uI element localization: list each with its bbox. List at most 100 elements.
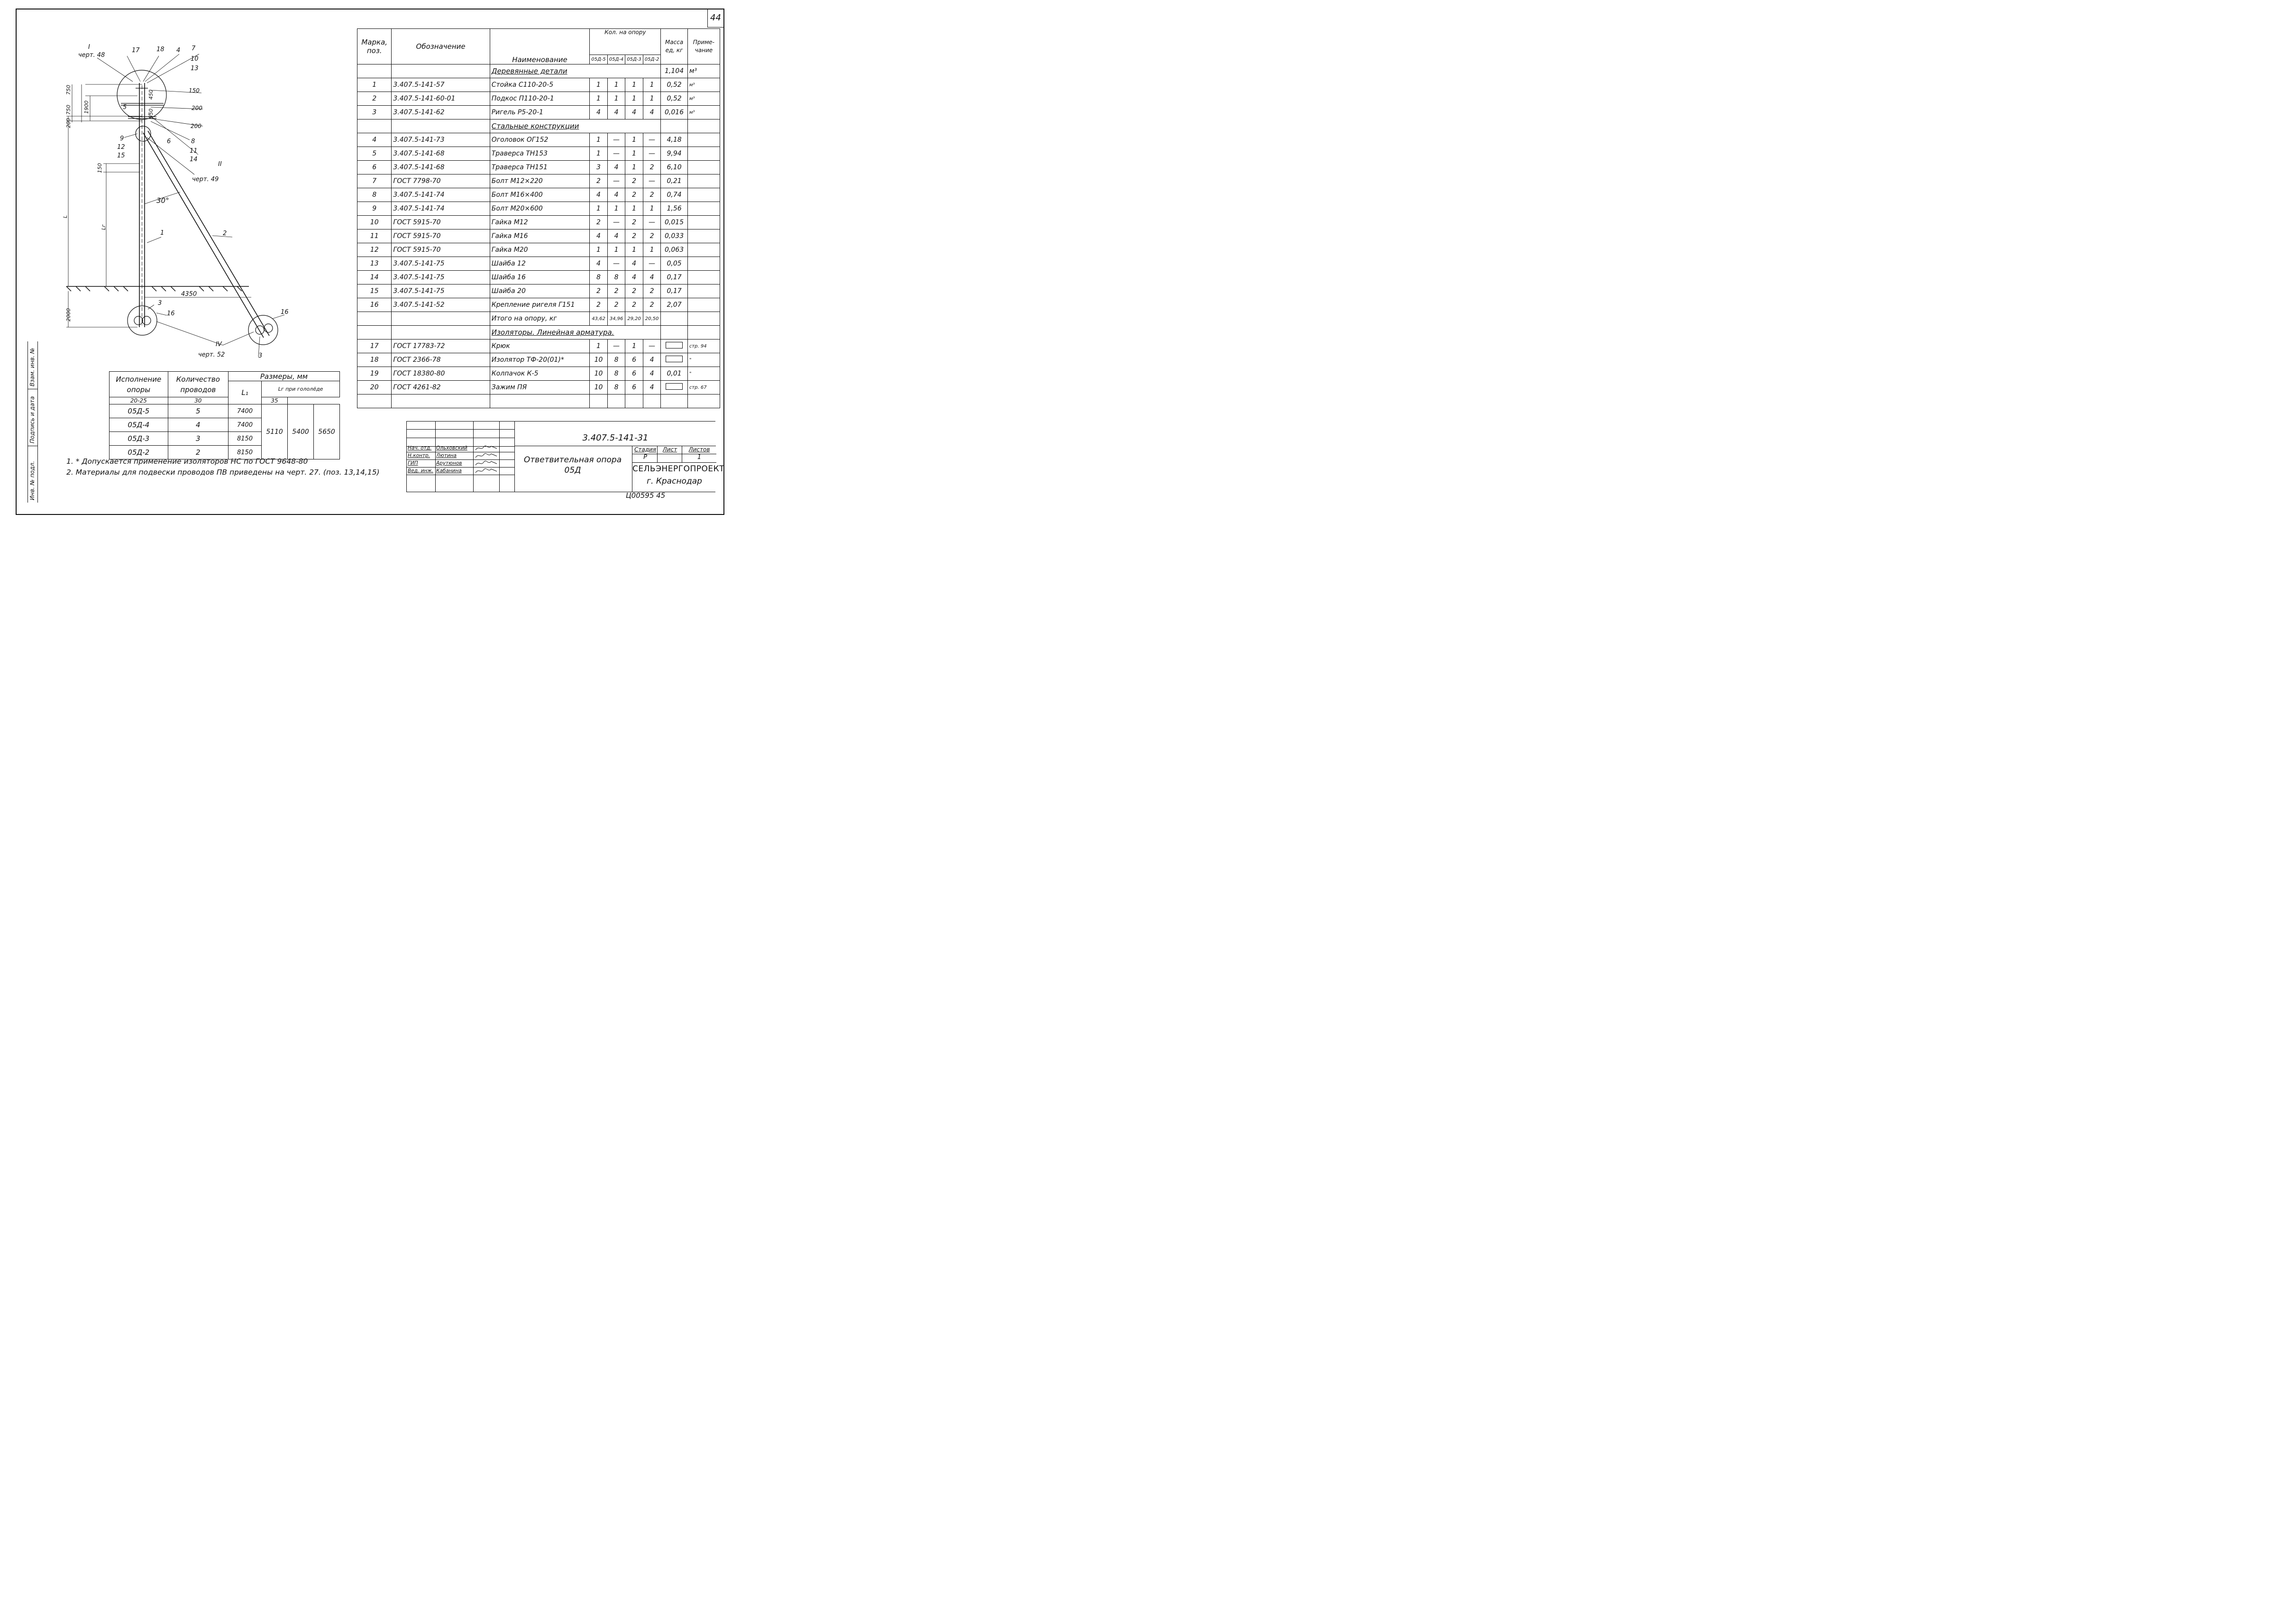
spec-name: Болт М16×400 [489,188,590,202]
spec-qty: 4 [625,257,643,271]
variant-l1: 8150 [228,445,262,459]
spec-pos: 5 [357,147,392,161]
tb-role: Н.контр. [408,453,430,459]
spec-qty: 1 [625,133,643,147]
spec-note: м³ [687,64,721,78]
spec-qty: — [607,174,626,188]
spec-designation: ГОСТ 5915-70 [391,215,490,229]
spec-name: Зажим ПЯ [489,380,590,395]
spec-qty: 4 [642,380,661,395]
variant-wire-count: 2 [167,445,229,459]
tb-title-1: Ответвительная опора [523,455,622,465]
empty-mass-box [666,383,683,390]
spec-qty: 10 [589,367,608,381]
spec-designation: 3.407.5-141-60-01 [391,92,490,106]
var-header-sizes: Размеры, мм [228,371,340,381]
spec-mass: 0,063 [660,243,688,257]
dim-750a: 750 [65,85,72,95]
spec-name: Гайка М20 [489,243,590,257]
spec-qty: 6 [625,353,643,367]
variant-lg-value: 5650 [313,404,340,459]
spec-pos: 17 [357,339,392,353]
ground-line [66,286,249,292]
spec-qty: 1 [625,243,643,257]
spec-name: Болт М20×600 [489,202,590,216]
spec-pos: 4 [357,133,392,147]
tb-role: Нач. отд. [408,445,432,451]
spec-qty: 2 [589,174,608,188]
spec-note [687,202,721,216]
pos-18: 18 [156,46,165,53]
specification-table: Марка, поз. Обозначение Наименование Кол… [357,28,721,408]
label-chert-52: черт. 52 [198,351,225,358]
spec-mass: 1,104 [660,64,688,78]
spec-name: Гайка М16 [489,229,590,243]
spec-qty: — [642,215,661,229]
spec-qty: — [607,339,626,353]
dim-2000: 2000 [65,308,72,321]
spec-qty: 29,20 [625,312,643,326]
spec-pos: 16 [357,298,392,312]
spec-qty: 10 [589,353,608,367]
pos-16-left: 16 [167,310,175,317]
spec-header-name: Наименование [489,28,590,64]
spec-note [687,325,721,339]
tb-org: СЕЛЬЭНЕРГОПРОЕКТ [632,464,725,474]
variant-name: 05Д-3 [109,431,168,446]
spec-qty: 4 [589,188,608,202]
spec-header-mark: Марка, поз. [357,28,392,64]
note-2: 2. Материалы для подвески проводов ПВ пр… [66,468,380,477]
label-chert-II: II [218,161,222,168]
spec-qty: 1 [607,202,626,216]
var-lg-col-3: 35 [261,397,288,404]
spec-qty: 4 [625,105,643,119]
spec-name: Стойка С110-20-5 [489,78,590,92]
spec-note [687,257,721,271]
spec-qty: 1 [607,78,626,92]
dim-Lg: Lг [101,224,107,230]
label-chert-IV: IV [216,341,222,348]
spec-pos: 3 [357,105,392,119]
spec-qty: 2 [625,229,643,243]
spec-qty: 1 [642,78,661,92]
spec-note: м³ [687,92,721,106]
variant-l1: 7400 [228,404,262,418]
pos-3-right: 3 [258,352,262,359]
pole-podkos [143,130,270,338]
dim-750b: 750 [65,105,72,115]
spec-note: стр. 94 [687,339,721,353]
spec-qty: 1 [589,202,608,216]
spec-name: Гайка М12 [489,215,590,229]
tb-signature [475,468,497,473]
variant-l1: 8150 [228,431,262,446]
spec-qty: 1 [625,78,643,92]
var-lg-col-2: 30 [167,397,229,404]
spec-qty: — [607,147,626,161]
spec-row: Стальные конструкции [357,119,721,133]
empty-mass-box [666,356,683,362]
variant-name: 05Д-4 [109,418,168,432]
variant-name: 05Д-5 [109,404,168,418]
spec-pos: 10 [357,215,392,229]
spec-pos [357,394,392,408]
spec-qty: 2 [625,174,643,188]
spec-qty: 8 [607,380,626,395]
spec-name: Траверса ТН151 [489,160,590,174]
spec-qty: 3 [589,160,608,174]
spec-qty: 4 [642,105,661,119]
spec-variant-05d2: 05Д-2 [642,55,661,64]
spec-mass: 4,18 [660,133,688,147]
spec-mass: 0,05 [660,257,688,271]
spec-qty: 1 [589,339,608,353]
spec-section-title: Стальные конструкции [489,119,661,133]
